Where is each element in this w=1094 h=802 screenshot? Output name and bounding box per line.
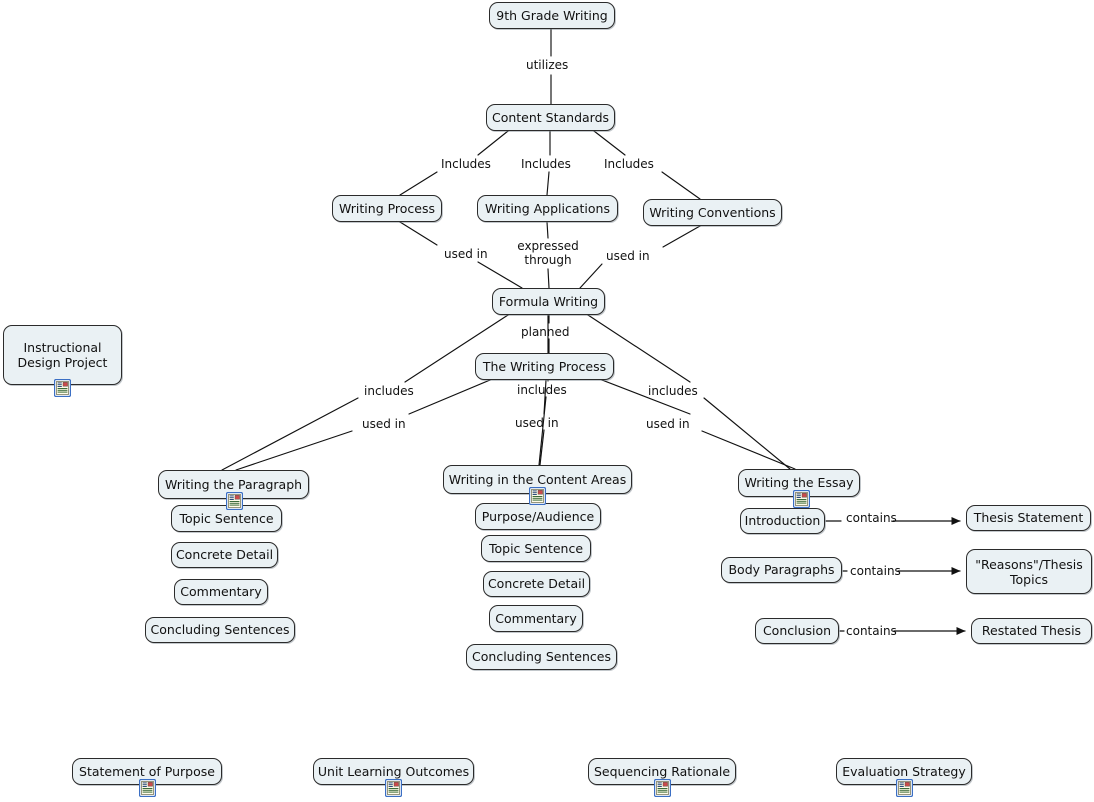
edge-label-includes-6: includes [648,384,698,398]
node-writing-the-essay[interactable]: Writing the Essay [738,469,860,497]
edge-includes-content-areas-b [538,396,547,466]
edge-includes-writing-conventions [593,130,626,156]
node-writing-applications[interactable]: Writing Applications [477,195,618,222]
edge-label-includes-3: Includes [604,157,654,171]
edge-label-contains-1: contains [846,511,897,525]
node-the-writing-process[interactable]: The Writing Process [475,353,614,380]
edge-label-contains-3: contains [846,624,897,638]
edge-label-used-in-2: used in [606,249,650,263]
node-body-paragraphs[interactable]: Body Paragraphs [721,557,842,583]
edge-includes-writing-applications-b [546,171,550,196]
edge-includes-writing-conventions-b [661,171,701,200]
edge-includes-essay-b [703,397,791,470]
node-instructional-design-project[interactable]: Instructional Design Project [3,325,122,385]
edge-expressed-through-b [547,268,550,289]
edge-label-contains-2: contains [850,564,901,578]
node-concluding-sentences-paragraph[interactable]: Concluding Sentences [145,617,295,643]
edge-includes-paragraph-b [221,397,359,471]
node-9th-grade-writing[interactable]: 9th Grade Writing [489,2,615,29]
edge-label-planned: planned [521,325,570,339]
edge-label-expressed-through: expressed through [517,239,579,267]
node-conclusion[interactable]: Conclusion [755,618,839,644]
document-icon [226,492,243,510]
node-sequencing-rationale[interactable]: Sequencing Rationale [588,758,736,785]
edge-usedin-writing-conventions [662,225,701,248]
node-commentary-content[interactable]: Commentary [489,605,583,632]
edge-label-includes-2: Includes [521,157,571,171]
document-icon [793,490,810,508]
edge-label-used-in-4: used in [515,416,559,430]
edge-usedin-paragraph [408,379,491,415]
edge-label-includes-1: Includes [441,157,491,171]
node-concrete-detail-paragraph[interactable]: Concrete Detail [171,542,278,568]
edge-label-includes-4: includes [364,384,414,398]
node-commentary-paragraph[interactable]: Commentary [174,579,268,605]
document-icon [896,779,913,797]
node-writing-conventions[interactable]: Writing Conventions [643,199,782,226]
node-concrete-detail-content[interactable]: Concrete Detail [483,571,590,597]
node-content-standards[interactable]: Content Standards [486,104,615,131]
node-concluding-sentences-content[interactable]: Concluding Sentences [466,644,617,670]
edge-usedin-writing-process [399,221,438,246]
edge-label-utilizes: utilizes [526,58,569,72]
document-icon [385,779,402,797]
node-purpose-audience[interactable]: Purpose/Audience [475,503,601,530]
edge-label-used-in-3: used in [362,417,406,431]
edge-label-used-in-1: used in [444,247,488,261]
node-restated-thesis[interactable]: Restated Thesis [971,618,1092,644]
edge-usedin-essay-b [701,430,796,470]
node-writing-process[interactable]: Writing Process [332,195,442,222]
edge-usedin-writing-conventions-b [579,263,603,289]
node-formula-writing[interactable]: Formula Writing [492,288,605,315]
edge-usedin-paragraph-b [235,430,353,471]
node-thesis-statement[interactable]: Thesis Statement [966,505,1091,531]
node-topic-sentence-content[interactable]: Topic Sentence [481,535,591,562]
document-icon [654,779,671,797]
edge-includes-writing-process-b [399,171,438,196]
edge-includes-writing-process [477,130,509,156]
edge-usedin-content-areas-b [539,429,545,466]
edge-label-includes-5: includes [517,383,567,397]
document-icon [529,487,546,505]
edge-expressed-through [546,221,549,239]
edge-label-used-in-5: used in [646,417,690,431]
node-introduction[interactable]: Introduction [740,508,825,534]
node-reasons-thesis-topics[interactable]: "Reasons"/Thesis Topics [966,549,1092,594]
document-icon [54,379,71,397]
document-icon [139,779,156,797]
